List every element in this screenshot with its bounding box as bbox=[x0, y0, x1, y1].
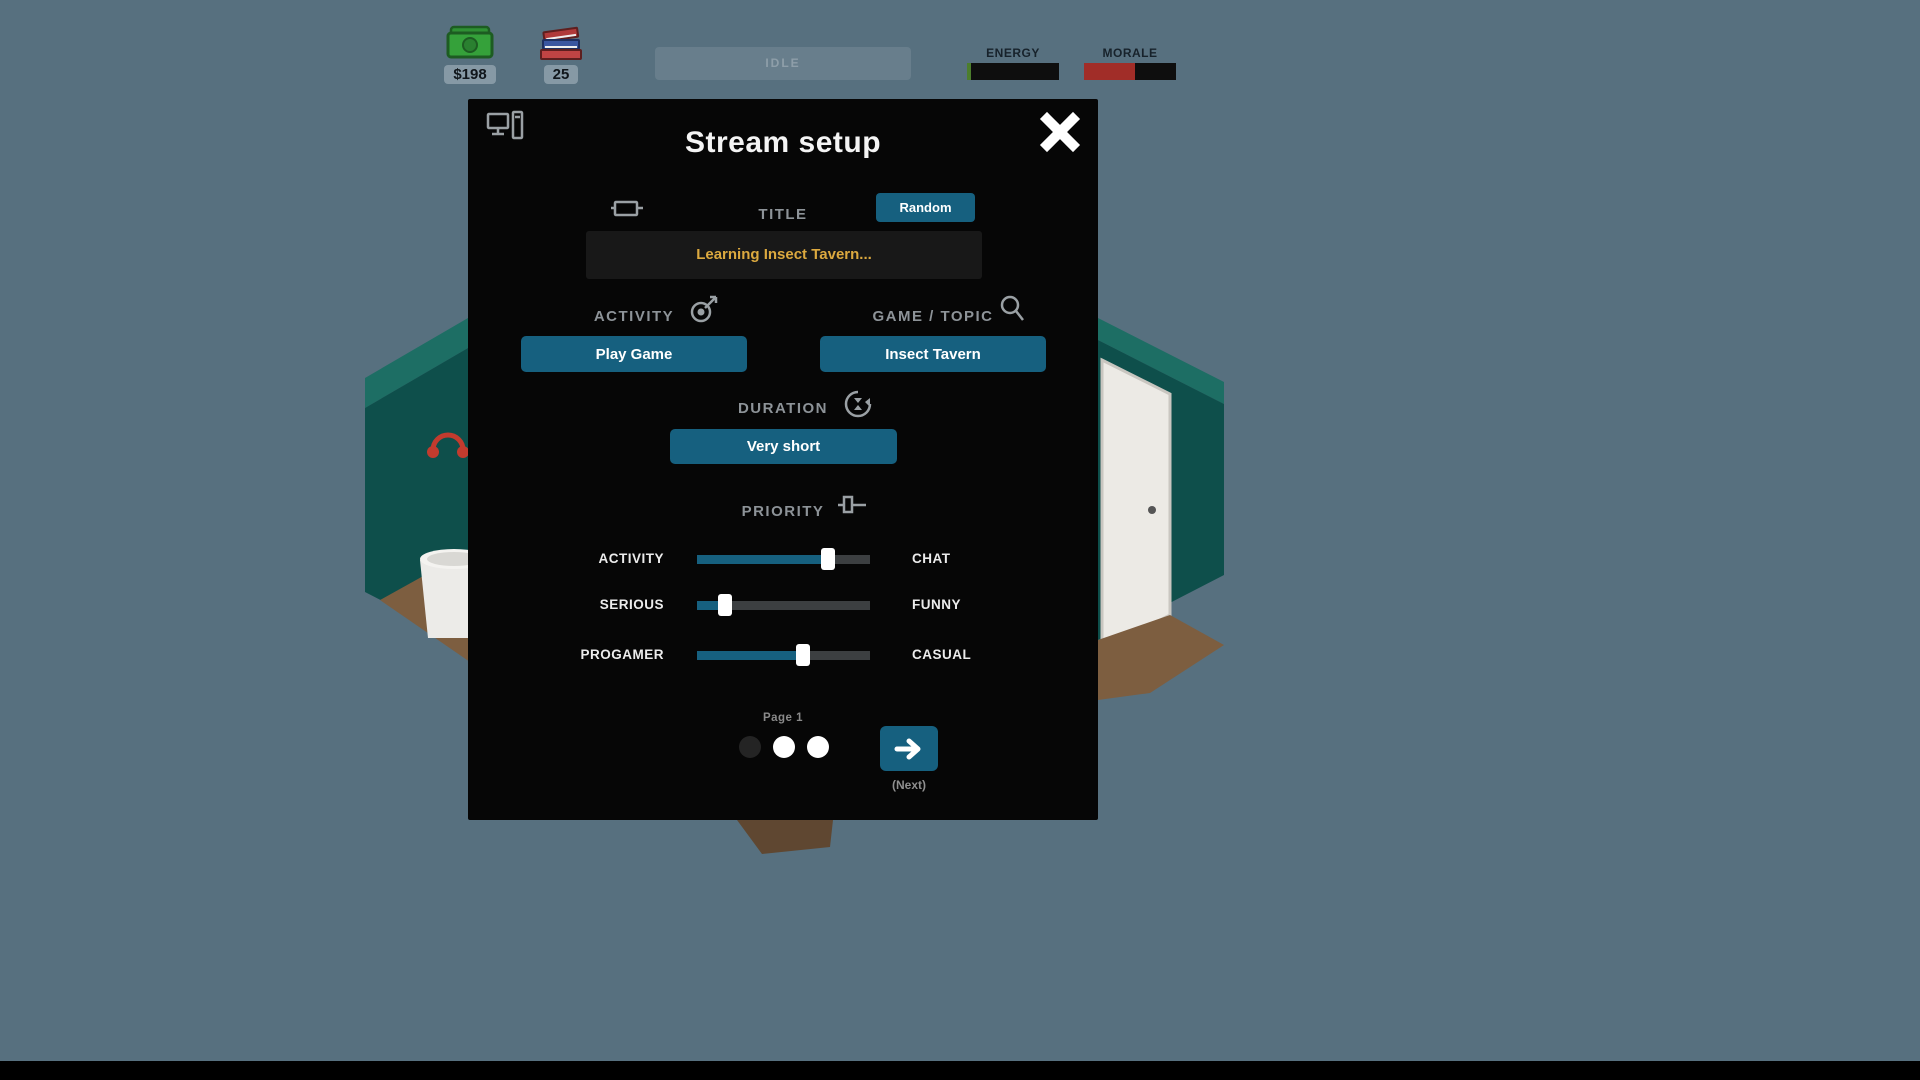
money-icon bbox=[446, 25, 494, 59]
priority-slider-row: SERIOUS FUNNY bbox=[468, 593, 1098, 617]
status-badge: IDLE bbox=[655, 47, 911, 80]
title-icon bbox=[611, 200, 643, 217]
stream-setup-dialog: Stream setup TITLE Random Learning Insec… bbox=[468, 99, 1098, 820]
slider-handle[interactable] bbox=[821, 548, 836, 570]
slider-track bbox=[697, 651, 870, 660]
slider-track bbox=[697, 555, 870, 564]
activity-button[interactable]: Play Game bbox=[521, 336, 747, 372]
slider-handle[interactable] bbox=[717, 594, 732, 616]
dialog-title: Stream setup bbox=[684, 126, 882, 159]
game-topic-button[interactable]: Insect Tavern bbox=[820, 336, 1046, 372]
door bbox=[1100, 357, 1172, 653]
slider-left-label: PROGAMER bbox=[580, 647, 664, 662]
random-button[interactable]: Random bbox=[876, 193, 975, 222]
headphones-icon bbox=[427, 432, 469, 458]
slider-fill bbox=[697, 601, 725, 610]
progamer-casual-slider[interactable] bbox=[697, 643, 870, 667]
energy-label: ENERGY bbox=[986, 46, 1040, 60]
books-counter: 25 bbox=[527, 26, 595, 84]
page-dot[interactable] bbox=[739, 736, 761, 758]
slider-left-label: SERIOUS bbox=[599, 597, 664, 612]
slider-handle[interactable] bbox=[795, 644, 810, 666]
priority-slider-row: ACTIVITY CHAT bbox=[468, 547, 1098, 571]
slider-fill bbox=[697, 651, 803, 660]
page-dots bbox=[739, 736, 829, 758]
priority-icon bbox=[838, 495, 866, 514]
game-topic-section-label: GAME / TOPIC bbox=[872, 308, 994, 325]
search-icon bbox=[1000, 295, 1024, 321]
next-button[interactable] bbox=[880, 726, 938, 771]
page-indicator: Page 1 bbox=[762, 712, 804, 724]
priority-section-label: PRIORITY bbox=[741, 503, 825, 520]
duration-button[interactable]: Very short bbox=[670, 429, 897, 464]
money-value: $198 bbox=[444, 65, 496, 84]
morale-meter: MORALE bbox=[1084, 46, 1176, 80]
priority-slider-row: PROGAMER CASUAL bbox=[468, 643, 1098, 667]
books-icon bbox=[540, 26, 582, 60]
duration-section-label: DURATION bbox=[737, 400, 829, 417]
page-dot[interactable] bbox=[807, 736, 829, 758]
target-icon bbox=[690, 295, 718, 323]
energy-meter: ENERGY bbox=[967, 46, 1059, 80]
energy-bar-fill bbox=[967, 63, 971, 80]
pc-icon bbox=[486, 110, 524, 140]
morale-label: MORALE bbox=[1102, 46, 1158, 60]
slider-fill bbox=[697, 555, 829, 564]
next-arrow-icon bbox=[894, 738, 921, 759]
morale-bar-fill bbox=[1084, 63, 1135, 80]
title-section-label: TITLE bbox=[758, 206, 808, 223]
close-icon bbox=[1039, 111, 1081, 153]
page-dot[interactable] bbox=[773, 736, 795, 758]
duration-icon bbox=[844, 390, 872, 418]
books-value: 25 bbox=[543, 65, 579, 84]
slider-right-label: CASUAL bbox=[912, 647, 972, 662]
slider-right-label: CHAT bbox=[912, 551, 951, 566]
center-floor bbox=[737, 820, 833, 854]
right-wall-rim bbox=[1098, 318, 1224, 404]
serious-funny-slider[interactable] bbox=[697, 593, 870, 617]
close-button[interactable] bbox=[1038, 110, 1082, 154]
left-wall-rim bbox=[365, 318, 468, 408]
activity-chat-slider[interactable] bbox=[697, 547, 870, 571]
energy-bar bbox=[967, 63, 1059, 80]
next-caption: (Next) bbox=[891, 778, 926, 792]
right-floor bbox=[1098, 615, 1224, 700]
activity-section-label: ACTIVITY bbox=[593, 308, 675, 325]
slider-right-label: FUNNY bbox=[912, 597, 961, 612]
bottom-bar bbox=[0, 1061, 1920, 1080]
slider-left-label: ACTIVITY bbox=[598, 551, 664, 566]
money-counter: $198 bbox=[436, 24, 504, 84]
slider-track bbox=[697, 601, 870, 610]
morale-bar bbox=[1084, 63, 1176, 80]
stream-title-input[interactable]: Learning Insect Tavern... bbox=[586, 231, 982, 279]
